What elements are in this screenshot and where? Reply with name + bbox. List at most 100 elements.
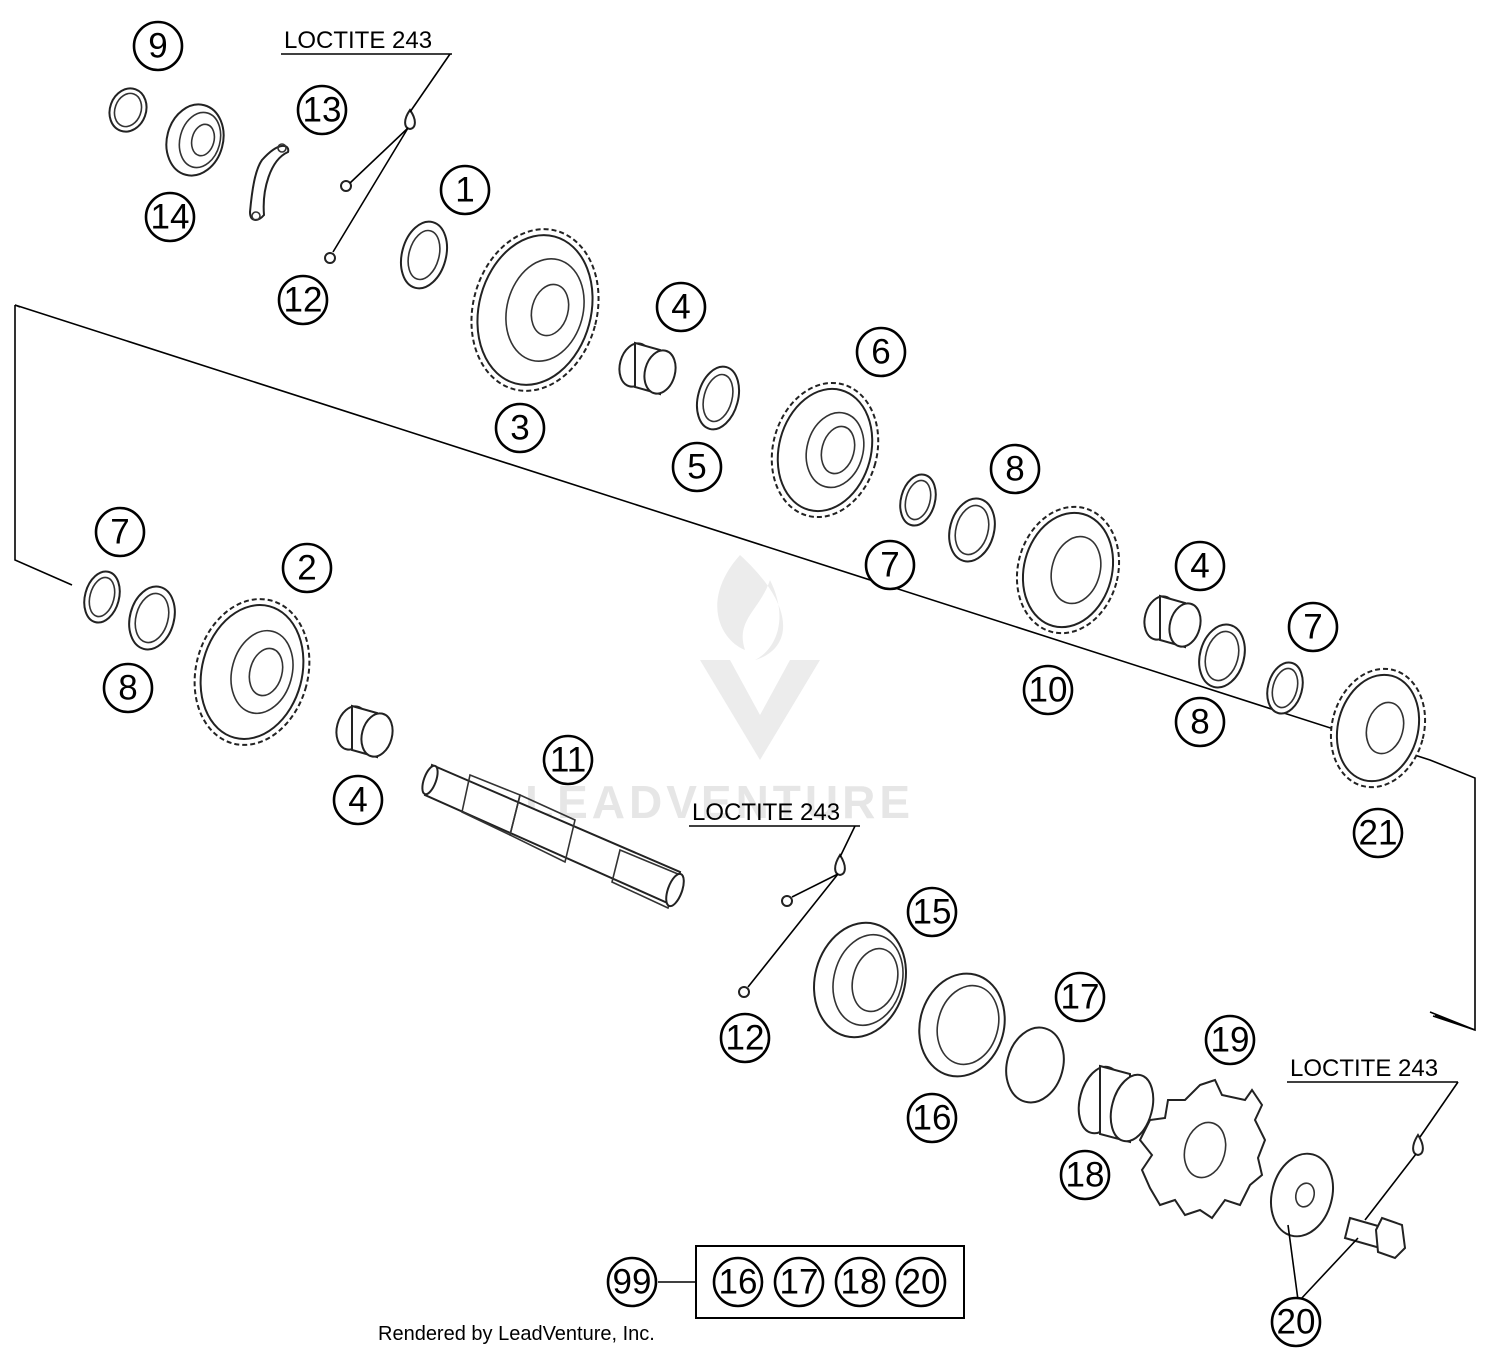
callout-7-left: 7 (94, 506, 146, 558)
callout-2: 2 (281, 542, 333, 594)
svg-text:20: 20 (1277, 1303, 1316, 1342)
credit-text: Rendered by LeadVenture, Inc. (378, 1323, 655, 1345)
washer-part-1 (399, 220, 449, 290)
gear-part-10 (1015, 505, 1121, 635)
washer-part-8-left (128, 585, 176, 651)
screw-part-12-lower (738, 986, 750, 998)
screw-part-12-top (324, 180, 352, 264)
svg-text:7: 7 (110, 513, 129, 552)
callout-17: 17 (1054, 971, 1106, 1023)
callout-4-right: 4 (1174, 540, 1226, 592)
kit-item-20: 20 (895, 1256, 947, 1308)
callout-13: 13 (296, 84, 348, 136)
circlip-part-7-left (83, 570, 121, 624)
callout-11: 11 (542, 734, 594, 786)
loctite-drop-mid (834, 853, 846, 877)
retainer-plate-part-13 (248, 143, 290, 221)
leader-loctite-top (409, 53, 451, 113)
svg-text:16: 16 (913, 1099, 952, 1138)
callout-8-far-right: 8 (1174, 696, 1226, 748)
svg-text:14: 14 (151, 198, 190, 237)
kit-item-16: 16 (712, 1256, 764, 1308)
loctite-label-mid: LOCTITE 243 (689, 799, 860, 827)
callout-5: 5 (671, 441, 723, 493)
leader-bolt-20-b (1299, 1237, 1359, 1301)
leader-washer-20 (1287, 1224, 1299, 1301)
washer-part-8-right-2 (1198, 623, 1246, 689)
svg-text:13: 13 (303, 91, 342, 130)
callout-4-left: 4 (332, 774, 384, 826)
svg-text:11: 11 (550, 741, 586, 780)
callout-12-mid: 12 (719, 1012, 771, 1064)
svg-text:4: 4 (1190, 547, 1209, 586)
callout-4-top: 4 (655, 281, 707, 333)
bushing-part-4-top (618, 341, 677, 396)
callout-10: 10 (1022, 664, 1074, 716)
svg-text:18: 18 (1066, 1156, 1105, 1195)
washer-part-20 (1270, 1152, 1334, 1238)
svg-text:9: 9 (148, 27, 167, 66)
circlip-part-7-right-2 (1266, 661, 1304, 715)
callout-14: 14 (144, 191, 196, 243)
loctite-label-right: LOCTITE 243 (1287, 1055, 1458, 1083)
washer-part-5 (695, 365, 741, 431)
loctite-drop-top (404, 108, 416, 131)
callout-8-right: 8 (989, 443, 1041, 495)
svg-text:LOCTITE 243: LOCTITE 243 (692, 799, 840, 826)
svg-text:3: 3 (510, 409, 529, 448)
callout-6: 6 (855, 326, 907, 378)
leader-screw-mid-upper (791, 873, 839, 898)
callout-3: 3 (494, 402, 546, 454)
svg-text:17: 17 (1061, 978, 1100, 1017)
bolt-part-20 (1343, 1216, 1407, 1260)
callout-20: 20 (1270, 1296, 1322, 1348)
gear-part-2 (193, 598, 311, 746)
callout-16: 16 (906, 1092, 958, 1144)
washer-part-8-right (948, 497, 996, 563)
svg-text:16: 16 (719, 1263, 758, 1302)
leader-bolt-20 (1364, 1153, 1417, 1221)
svg-text:18: 18 (841, 1263, 880, 1302)
svg-text:LOCTITE 243: LOCTITE 243 (1290, 1055, 1438, 1082)
svg-text:6: 6 (871, 333, 890, 372)
leader-screw-top-upper (349, 127, 409, 184)
svg-text:17: 17 (780, 1263, 819, 1302)
circlip-part-9 (108, 87, 148, 133)
svg-text:2: 2 (297, 549, 316, 588)
svg-text:12: 12 (726, 1019, 765, 1058)
callout-99: 99 (606, 1256, 658, 1308)
svg-text:8: 8 (1190, 703, 1209, 742)
watermark-text: LEADVENTURE (525, 776, 914, 828)
callout-7-right: 7 (864, 539, 916, 591)
svg-text:7: 7 (880, 546, 899, 585)
callout-19: 19 (1204, 1014, 1256, 1066)
shaft-part-11 (421, 763, 685, 910)
leader-loctite-mid (839, 825, 856, 858)
svg-text:4: 4 (348, 781, 367, 820)
kit-item-18: 18 (834, 1256, 886, 1308)
watermark: LEADVENTURE (525, 555, 914, 828)
svg-text:5: 5 (687, 448, 706, 487)
callout-18: 18 (1059, 1149, 1111, 1201)
bearing-part-15 (813, 921, 907, 1039)
bushing-part-4-right (1143, 594, 1202, 649)
screw-part-12-upper (781, 895, 793, 907)
gear-part-6 (770, 381, 880, 519)
loctite-label-top: LOCTITE 243 (281, 27, 452, 55)
loctite-drop-right (1412, 1133, 1424, 1157)
leader-screw-top-lower (332, 127, 409, 253)
kit-item-17: 17 (773, 1256, 825, 1308)
kit-box: 16 17 18 20 (695, 1245, 965, 1319)
callout-1: 1 (439, 164, 491, 216)
svg-text:LOCTITE 243: LOCTITE 243 (284, 27, 432, 54)
svg-text:19: 19 (1211, 1021, 1250, 1060)
spacer-part-18 (1077, 1064, 1155, 1144)
svg-text:15: 15 (913, 893, 952, 932)
svg-text:10: 10 (1029, 671, 1068, 710)
callout-9: 9 (132, 20, 184, 72)
bushing-part-4-left (335, 704, 394, 759)
callout-15: 15 (906, 886, 958, 938)
gear-part-3 (470, 228, 600, 392)
svg-text:8: 8 (1005, 450, 1024, 489)
